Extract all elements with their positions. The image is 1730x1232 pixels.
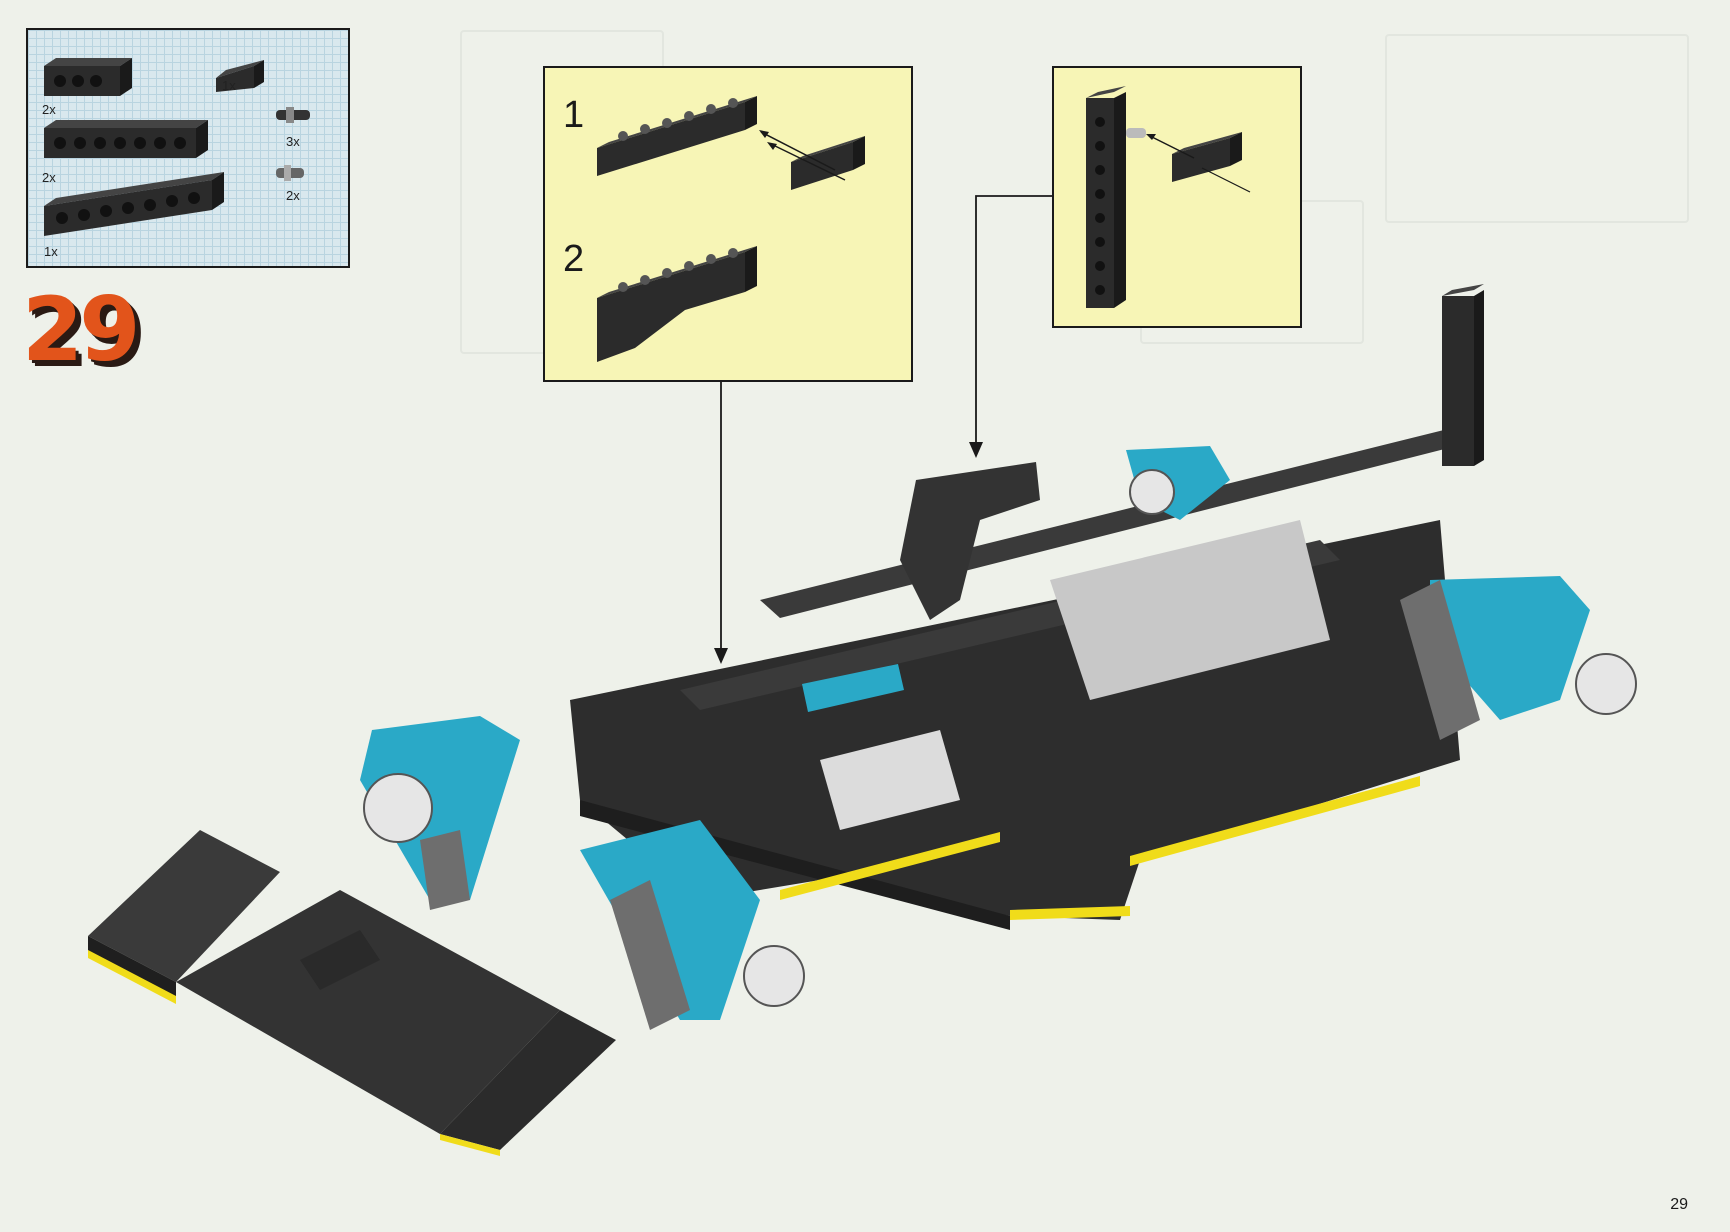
wedge-brick-icon [216, 60, 264, 92]
brick-1x10-icon [44, 172, 224, 236]
parts-illustration [44, 58, 310, 236]
parts-qty: 2x [42, 102, 56, 117]
parts-qty: 1x [44, 244, 58, 259]
technic-pin-short-icon [276, 165, 304, 181]
sub-assembly-callout-a: 1 2 [543, 66, 913, 382]
sub-assembly-callout-b [1052, 66, 1302, 328]
parts-list-panel: 2x 1x 2x 3x 2x 1x [26, 28, 350, 268]
background-ghost-panel [1385, 34, 1689, 223]
chassis-body [570, 284, 1484, 930]
shock-absorbers [420, 580, 1480, 1030]
wheel-hubs [363, 469, 1637, 1007]
callout-b-illustration [1086, 86, 1251, 308]
technic-pin-icon [276, 107, 310, 123]
sub-step-number: 2 [563, 238, 585, 280]
parts-qty: 1x [222, 78, 236, 93]
sub-step-number: 1 [563, 94, 585, 136]
brick-1x8-icon [44, 120, 208, 158]
parts-qty: 2x [42, 170, 56, 185]
step-number: 29 [22, 278, 140, 381]
callout-a-illustration [597, 96, 865, 362]
rear-wing-assembly [88, 830, 616, 1156]
brick-1x4-icon [44, 58, 132, 96]
page-number: 29 [1670, 1196, 1688, 1213]
parts-qty: 2x [286, 188, 300, 203]
suspension-arms [360, 446, 1590, 1020]
parts-qty: 3x [286, 134, 300, 149]
